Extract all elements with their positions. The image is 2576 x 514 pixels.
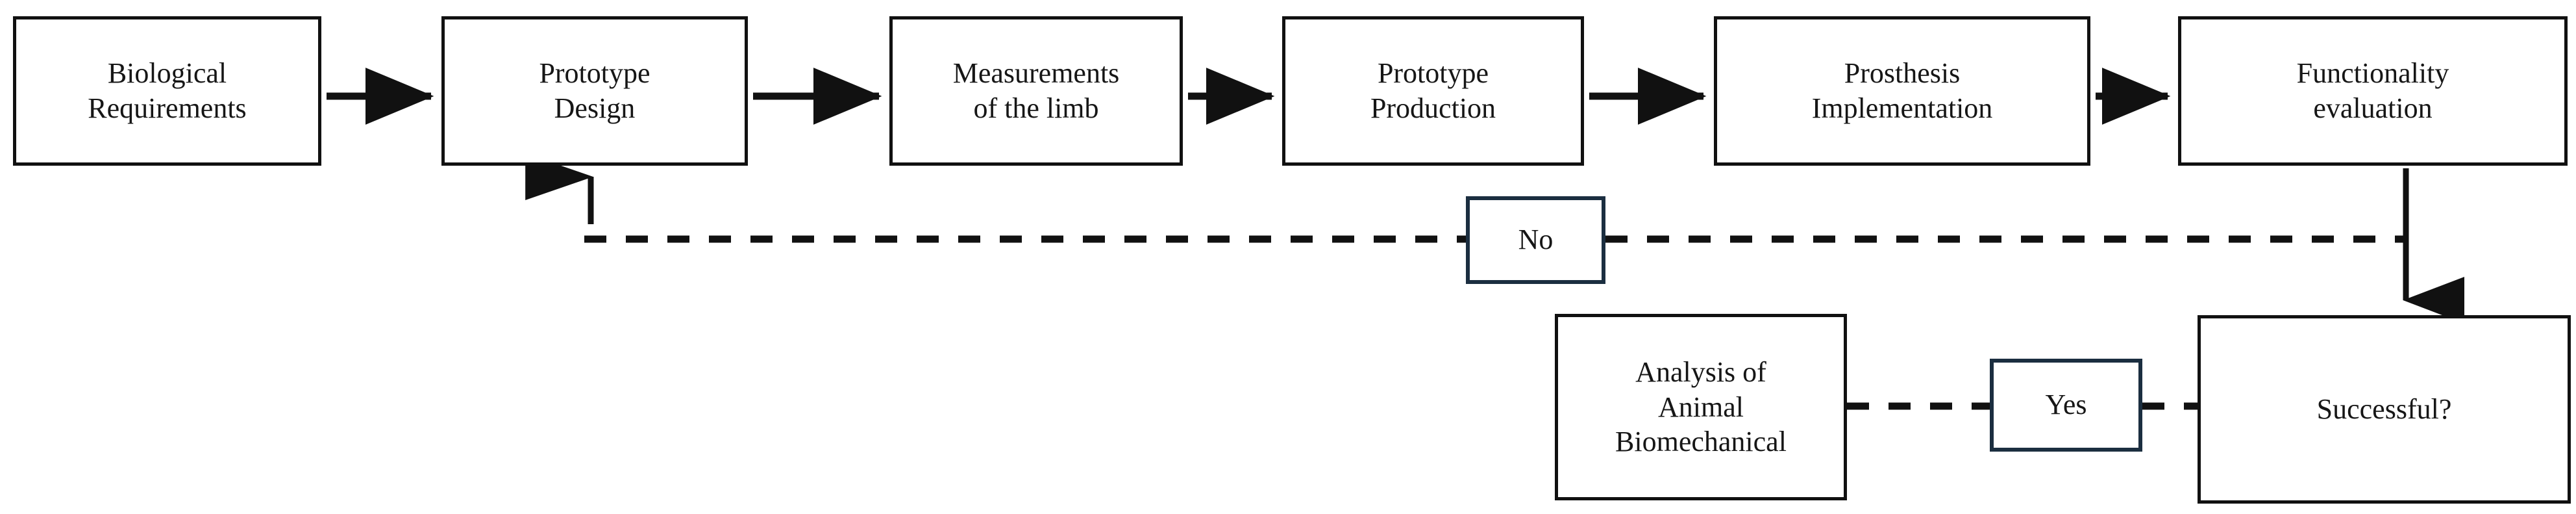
node-label: Functionality evaluation (2296, 57, 2449, 124)
node-label: Measurements of the limb (952, 57, 1120, 124)
node-label: Prototype Production (1370, 57, 1496, 124)
node-prototype-design[interactable]: Prototype Design (441, 16, 748, 166)
badge-no[interactable]: No (1466, 196, 1605, 284)
node-successful[interactable]: Successful? (2198, 315, 2571, 504)
node-label: Prosthesis Implementation (1811, 57, 1993, 124)
badge-yes[interactable]: Yes (1990, 359, 2142, 452)
node-functionality-evaluation[interactable]: Functionality evaluation (2178, 16, 2568, 166)
node-measurements-of-the-limb[interactable]: Measurements of the limb (889, 16, 1183, 166)
node-label: Prototype Design (539, 57, 650, 124)
node-prototype-production[interactable]: Prototype Production (1282, 16, 1584, 166)
node-label: Successful? (2316, 393, 2452, 426)
badge-label: No (1518, 224, 1554, 256)
node-label: Biological Requirements (88, 57, 247, 124)
node-label: Analysis of Animal Biomechanical (1615, 355, 1787, 458)
node-analysis-animal-biomechanical[interactable]: Analysis of Animal Biomechanical (1555, 314, 1847, 500)
node-biological-requirements[interactable]: Biological Requirements (13, 16, 321, 166)
node-prosthesis-implementation[interactable]: Prosthesis Implementation (1714, 16, 2090, 166)
badge-label: Yes (2045, 389, 2087, 421)
